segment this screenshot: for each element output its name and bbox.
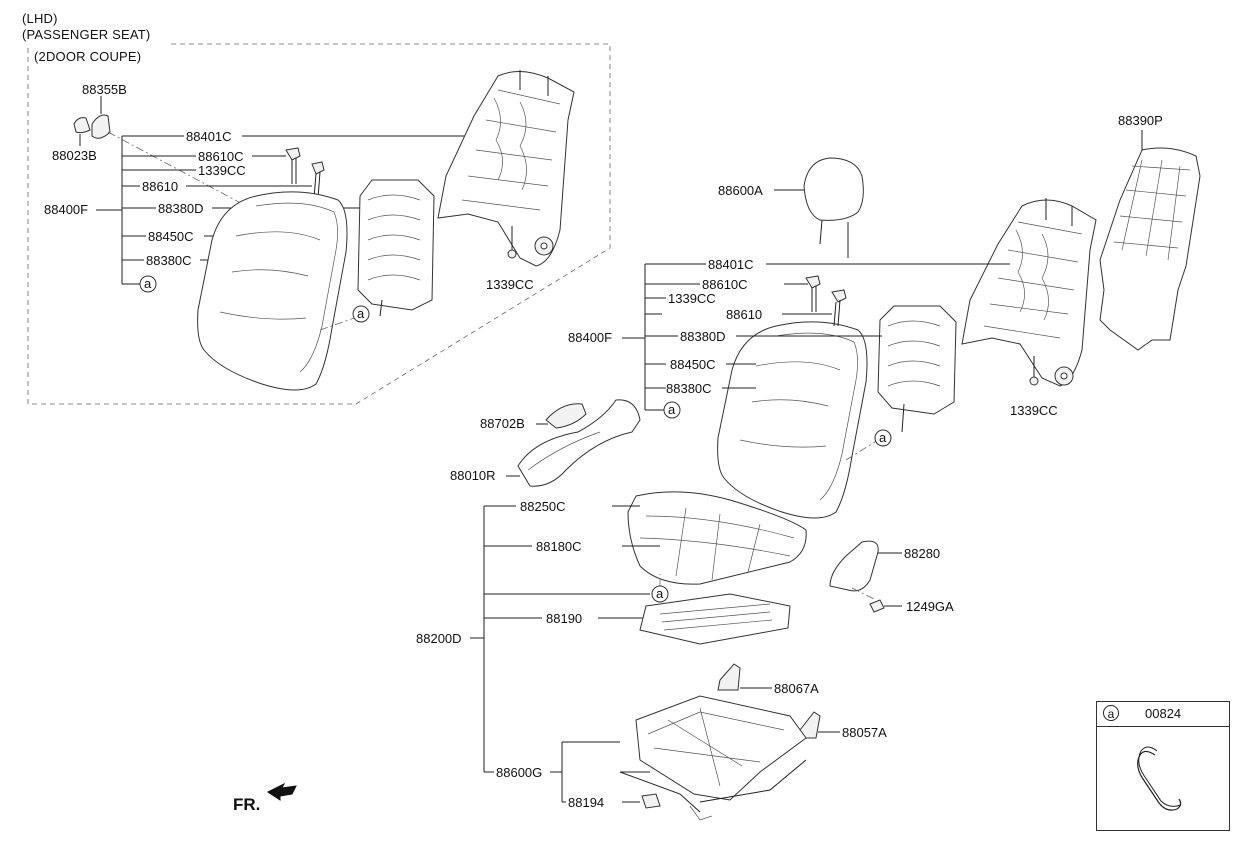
label-88600a: 88600A: [718, 183, 763, 198]
label-88450c: 88450C: [670, 357, 716, 372]
label-88380c: 88380C: [666, 381, 712, 396]
label-1249ga: 1249GA: [906, 599, 954, 614]
label-88600g: 88600G: [496, 765, 542, 780]
inset-seatback-cover: [197, 191, 348, 391]
seat-cushion: [627, 491, 807, 585]
inset-ref-mark-a: [139, 275, 157, 293]
legend-header: a 00824: [1097, 702, 1229, 727]
seatback-frame: [961, 198, 1097, 387]
outer-cover-88280: [829, 540, 879, 592]
main-ref-mark-a3: a: [656, 586, 664, 601]
main-group: a a: [416, 113, 1201, 821]
inset-clip-88023b: [73, 117, 91, 134]
label-88057a: 88057A: [842, 725, 887, 740]
back-panel-88390p: [1099, 130, 1201, 351]
inset-ref-mark-a-text: a: [144, 276, 152, 291]
label-88702b: 88702B: [480, 416, 525, 431]
front-arrow-icon: [267, 782, 297, 801]
legend-clip-drawing: [1137, 746, 1182, 811]
label-inset-1339cc-b: 1339CC: [486, 277, 534, 292]
label-inset-88023b: 88023B: [52, 148, 97, 163]
inset-group: a: [44, 70, 575, 391]
label-88400f: 88400F: [568, 330, 612, 345]
label-88200d: 88200D: [416, 631, 462, 646]
spring-mat: [877, 305, 957, 433]
main-ref-mark-a: [663, 401, 681, 419]
label-88610: 88610: [726, 307, 762, 322]
module-88194: [641, 793, 661, 809]
label-inset-88400f: 88400F: [44, 202, 88, 217]
seatback-cover: [717, 321, 868, 519]
label-88067a: 88067A: [774, 681, 819, 696]
header-passenger-seat: (PASSENGER SEAT): [22, 27, 151, 42]
label-88390p: 88390P: [1118, 113, 1163, 128]
label-1339cc-b: 1339CC: [1010, 403, 1058, 418]
side-trim-88010r: [517, 399, 641, 487]
label-inset-1339cc: 1339CC: [198, 163, 246, 178]
header-lhd: (LHD): [22, 11, 58, 26]
label-88401c: 88401C: [708, 257, 754, 272]
label-inset-88380c: 88380C: [146, 253, 192, 268]
label-inset-88401c: 88401C: [186, 129, 232, 144]
bracket-88067a: [717, 663, 741, 691]
label-88180c: 88180C: [536, 539, 582, 554]
label-88250c: 88250C: [520, 499, 566, 514]
legend-part-code: 00824: [1145, 706, 1182, 721]
label-88190: 88190: [546, 611, 582, 626]
main-ref-mark-a2: a: [879, 430, 887, 445]
label-88280: 88280: [904, 546, 940, 561]
legend-box: a 00824: [1096, 701, 1230, 831]
label-88010r: 88010R: [450, 468, 496, 483]
main-ref-mark-a-text: a: [668, 402, 676, 417]
label-inset-88610c: 88610C: [198, 149, 244, 164]
label-88610c: 88610C: [702, 277, 748, 292]
label-inset-88380d: 88380D: [158, 201, 204, 216]
inset-knob-88355b: [91, 114, 111, 139]
label-inset-88610: 88610: [142, 179, 178, 194]
label-88380d: 88380D: [680, 329, 726, 344]
inset-ref-mark-a2: a: [357, 306, 365, 321]
label-inset-88450c: 88450C: [148, 229, 194, 244]
front-direction-label: FR.: [233, 795, 261, 814]
label-1339cc: 1339CC: [668, 291, 716, 306]
inset-seatback-frame: [437, 70, 575, 267]
cushion-mat-88190: [639, 593, 791, 645]
inset-title: (2DOOR COUPE): [34, 49, 142, 64]
inset-spring-mat: [357, 179, 435, 317]
legend-ref-mark: a: [1103, 705, 1119, 721]
seat-track-frame: [619, 695, 807, 821]
label-inset-88355b: 88355B: [82, 82, 127, 97]
label-88194: 88194: [568, 795, 604, 810]
side-trim-88702b: [545, 403, 587, 429]
headrest-88600a: [803, 157, 864, 258]
